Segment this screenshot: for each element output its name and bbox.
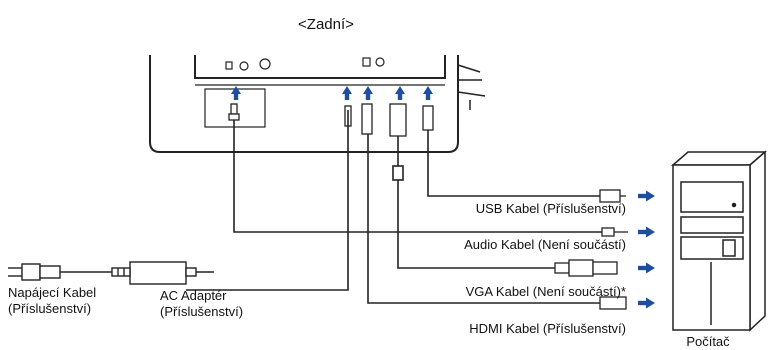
arrow-right-icon: [638, 190, 655, 202]
arrow-up-icon: [423, 86, 433, 100]
arrow-up-icon: [231, 86, 241, 100]
connector-heads: [228, 103, 434, 137]
computer-tower-icon: [670, 150, 768, 332]
vga-cable-label: VGA Kabel (Není součástí)*: [466, 284, 626, 299]
arrow-right-icon: [638, 297, 655, 309]
arrow-up-icon: [395, 86, 405, 100]
monitor-back: [149, 55, 486, 153]
ac-adapter-label-line2: (Příslušenství): [160, 304, 243, 319]
hdmi-cable-label: HDMI Kabel (Příslušenství): [469, 321, 626, 336]
computer-label: Počítač: [686, 334, 730, 349]
ac-adapter-label-line1: AC Adaptér: [160, 288, 227, 303]
usb-cable-label: USB Kabel (Příslušenství): [476, 201, 626, 216]
arrow-up-icon: [363, 86, 373, 100]
audio-cable-label: Audio Kabel (Není součástí): [464, 237, 626, 252]
power-cable-label-line2: (Příslušenství): [8, 301, 91, 316]
cable-lines: [60, 110, 602, 304]
plug-icon: [8, 263, 61, 281]
cable-end-connectors: [554, 189, 628, 310]
view-title: <Zadní>: [298, 16, 354, 33]
power-adapter-icon: [111, 261, 214, 285]
arrow-right-icon: [638, 262, 655, 274]
power-cable-label-line1: Napájecí Kabel: [8, 285, 96, 300]
arrow-up-icon: [342, 86, 352, 100]
arrow-right-icon: [638, 226, 655, 238]
